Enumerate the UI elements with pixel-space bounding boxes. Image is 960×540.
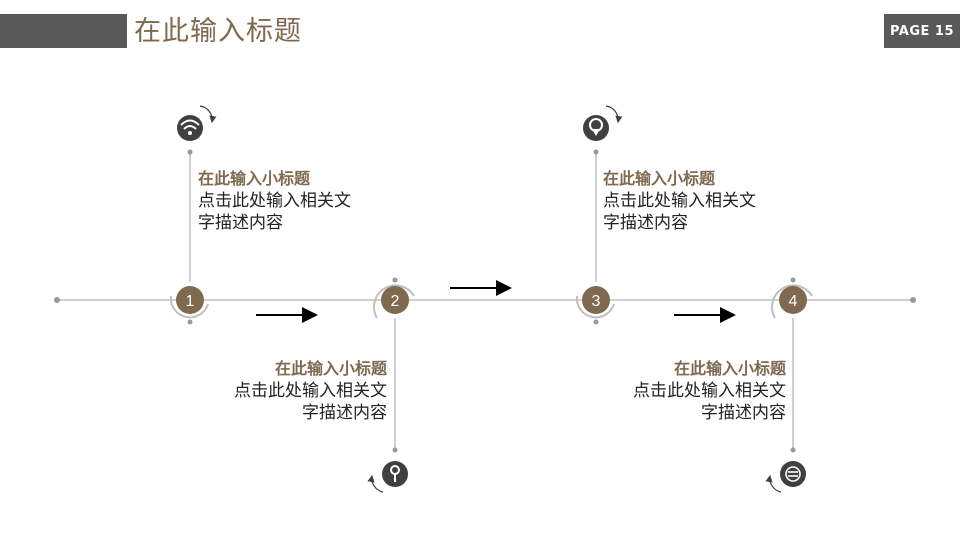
step-number-circle	[176, 286, 204, 314]
step-2-text: 在此输入小标题 点击此处输入相关文 字描述内容	[187, 358, 387, 424]
timeline-step-4: 4	[765, 277, 813, 493]
step-number: 1	[186, 293, 195, 310]
step-4-text: 在此输入小标题 点击此处输入相关文 字描述内容	[586, 358, 786, 424]
step-subtitle: 在此输入小标题	[673, 359, 786, 378]
timeline-start-dot	[54, 297, 60, 303]
timeline-step-1: 1	[169, 105, 217, 325]
step-number: 4	[789, 293, 798, 310]
step-description-line: 点击此处输入相关文	[234, 381, 387, 401]
step-description-line: 点击此处输入相关文	[603, 191, 756, 211]
step-subtitle: 在此输入小标题	[274, 359, 387, 378]
exchange-icon	[765, 461, 806, 493]
step-description-line: 字描述内容	[603, 213, 688, 233]
node-arc	[575, 295, 615, 319]
step-number: 2	[391, 293, 400, 310]
key-icon	[367, 461, 408, 493]
step-description-line: 字描述内容	[198, 213, 283, 233]
step-description-line: 点击此处输入相关文	[198, 191, 351, 211]
wifi-icon	[177, 105, 217, 141]
timeline-end-dot	[910, 297, 916, 303]
node-arc	[372, 284, 415, 319]
timeline-step-2: 2	[367, 277, 415, 493]
node-arc	[169, 295, 209, 319]
step-3-text: 在此输入小标题 点击此处输入相关文 字描述内容	[603, 168, 803, 234]
header-accent-bar	[0, 14, 127, 48]
location-pin-icon	[583, 105, 623, 141]
step-description-line: 字描述内容	[701, 403, 786, 423]
step-number-circle	[582, 286, 610, 314]
step-description-line: 字描述内容	[302, 403, 387, 423]
step-number: 3	[592, 293, 601, 310]
step-number-circle	[381, 286, 409, 314]
step-subtitle: 在此输入小标题	[198, 169, 311, 188]
node-arc	[770, 284, 813, 319]
step-number-circle	[779, 286, 807, 314]
step-description-line: 点击此处输入相关文	[633, 381, 786, 401]
timeline-step-3: 3	[575, 105, 623, 325]
step-subtitle: 在此输入小标题	[603, 169, 716, 188]
page-title: 在此输入标题	[134, 16, 302, 47]
step-1-text: 在此输入小标题 点击此处输入相关文 字描述内容	[198, 168, 398, 234]
page-number-badge: PAGE 15	[884, 14, 960, 48]
